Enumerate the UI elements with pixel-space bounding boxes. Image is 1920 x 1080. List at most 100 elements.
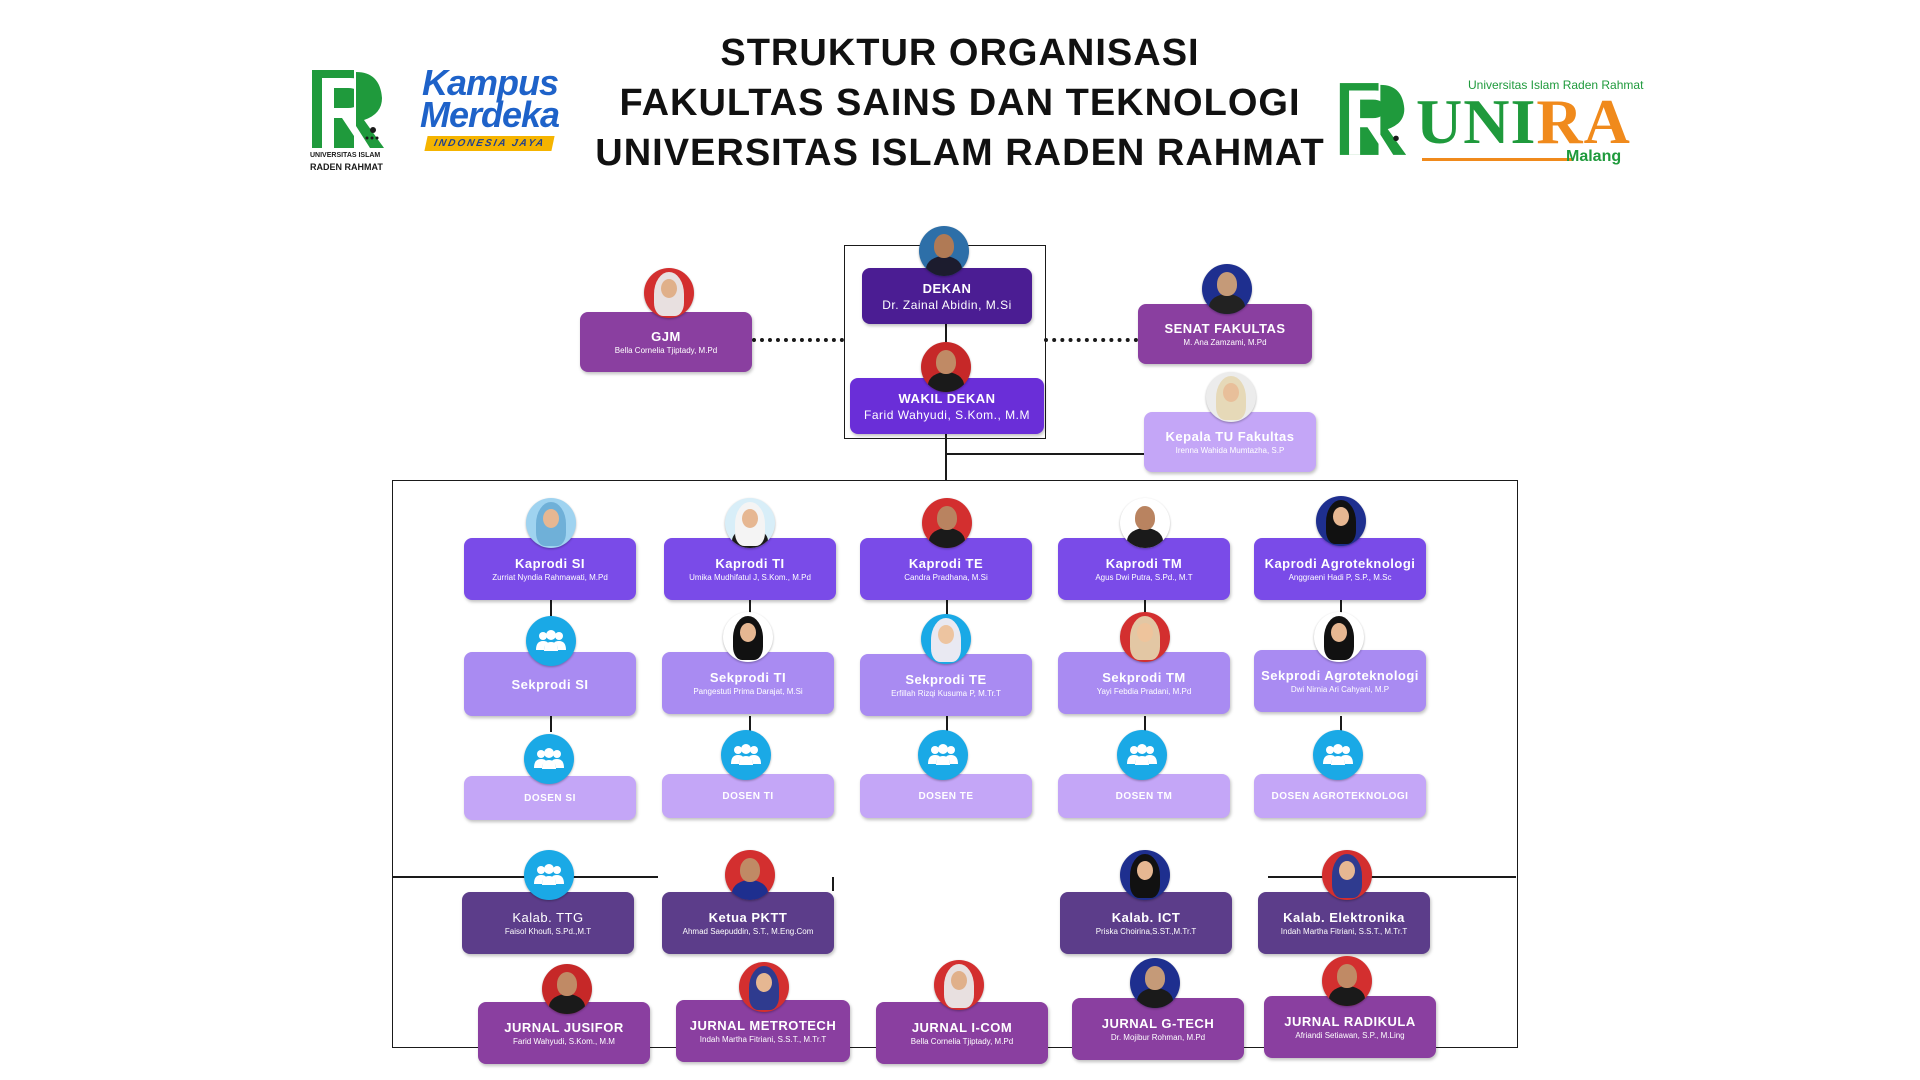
- sekprodi-ti-photo: [723, 612, 773, 662]
- dosen-te-role: DOSEN TE: [918, 790, 974, 802]
- kalab-ttg-group-icon: [524, 850, 574, 900]
- wakil-dekan-role: WAKIL DEKAN: [898, 390, 996, 406]
- kaprodi-si-photo: [526, 498, 576, 548]
- gjm-role: GJM: [651, 329, 681, 344]
- kalab-ttg-name: Faisol Khoufi, S.Pd.,M.T: [504, 927, 592, 936]
- dosen-te-box: DOSEN TE: [860, 774, 1032, 818]
- kaprodi-ti-name: Umika Mudhifatul J, S.Kom., M.Pd: [689, 573, 811, 582]
- jurnal-metrotech-name: Indah Martha Fitriani, S.S.T., M.Tr.T: [699, 1035, 827, 1044]
- sekprodi-tm-role: Sekprodi TM: [1102, 670, 1186, 685]
- sekprodi-tm-name: Yayi Febdia Pradani, M.Pd: [1096, 687, 1192, 696]
- logo-caption-1: UNIVERSITAS ISLAM: [310, 152, 381, 159]
- senat-box: SENAT FAKULTAS M. Ana Zamzami, M.Pd: [1138, 304, 1312, 364]
- kampus-merdeka-logo: Kampus Merdeka INDONESIA JAYA: [420, 65, 580, 156]
- wakil-dekan-name: Farid Wahyudi, S.Kom., M.M: [864, 407, 1030, 422]
- kaprodi-tm-role: Kaprodi TM: [1105, 556, 1183, 571]
- unira-ra: RA: [1536, 86, 1631, 157]
- dekan-role: DEKAN: [922, 280, 972, 296]
- sekprodi-agro-role: Sekprodi Agroteknologi: [1261, 668, 1419, 683]
- kalab-ict-box: Kalab. ICT Priska Choirina,S.ST.,M.Tr.T: [1060, 892, 1232, 954]
- title-line-3: UNIVERSITAS ISLAM RADEN RAHMAT: [595, 132, 1325, 174]
- ketua-pktt-photo: [725, 850, 775, 900]
- senat-name: M. Ana Zamzami, M.Pd: [1183, 338, 1267, 347]
- kalab-elektronika-role: Kalab. Elektronika: [1283, 910, 1405, 925]
- dosen-agro-role: DOSEN AGROTEKNOLOGI: [1271, 790, 1409, 802]
- unira-r-icon: [1339, 83, 1407, 155]
- kalab-elektronika-box: Kalab. Elektronika Indah Martha Fitriani…: [1258, 892, 1430, 954]
- jurnal-gtech-box: JURNAL G-TECH Dr. Mojibur Rohman, M.Pd: [1072, 998, 1244, 1060]
- sekprodi-te-box: Sekprodi TE Erfillah Rizqi Kusuma P, M.T…: [860, 654, 1032, 716]
- kaprodi-tm-name: Agus Dwi Putra, S.Pd., M.T: [1095, 573, 1193, 582]
- kaprodi-te-role: Kaprodi TE: [908, 556, 984, 571]
- ktu-name: Irenna Wahida Mumtazha, S.P: [1175, 446, 1285, 455]
- col3-connector-b: [946, 716, 948, 732]
- jurnal-radikula-box: JURNAL RADIKULA Afriandi Setiawan, S.P.,…: [1264, 996, 1436, 1058]
- jurnal-metrotech-role: JURNAL METROTECH: [689, 1018, 837, 1033]
- jurnal-radikula-role: JURNAL RADIKULA: [1284, 1014, 1416, 1029]
- senat-photo: [1202, 264, 1252, 314]
- unira-malang: Malang: [1566, 148, 1622, 165]
- kaprodi-te-box: Kaprodi TE Candra Pradhana, M.Si: [860, 538, 1032, 600]
- jurnal-metrotech-photo: [739, 962, 789, 1012]
- senat-role: SENAT FAKULTAS: [1164, 321, 1286, 336]
- dosen-ti-box: DOSEN TI: [662, 774, 834, 818]
- gjm-photo: [644, 268, 694, 318]
- sekprodi-agro-photo: [1314, 612, 1364, 662]
- jurnal-jusifor-role: JURNAL JUSIFOR: [504, 1020, 624, 1035]
- dekan-name: Dr. Zainal Abidin, M.Si: [882, 297, 1012, 312]
- ktu-connector: [945, 453, 1145, 455]
- unira-logo: Universitas Islam Raden Rahmat UNIRA Mal…: [1338, 72, 1643, 172]
- jurnal-icom-role: JURNAL I-COM: [911, 1020, 1013, 1035]
- sekprodi-agro-name: Dwi Nirnia Ari Cahyani, M.P: [1290, 685, 1390, 694]
- jurnal-gtech-name: Dr. Mojibur Rohman, M.Pd: [1110, 1033, 1206, 1042]
- sekprodi-tm-photo: [1120, 612, 1170, 662]
- dosen-si-role: DOSEN SI: [524, 792, 576, 804]
- sekprodi-te-role: Sekprodi TE: [905, 672, 987, 687]
- kaprodi-ti-photo: [725, 498, 775, 548]
- jurnal-radikula-name: Afriandi Setiawan, S.P., M.Ling: [1295, 1031, 1405, 1040]
- col5-connector-b: [1340, 716, 1342, 732]
- sekprodi-te-photo: [921, 614, 971, 664]
- kalab-ict-name: Priska Choirina,S.ST.,M.Tr.T: [1095, 927, 1197, 936]
- title-line-2: FAKULTAS SAINS DAN TEKNOLOGI: [619, 82, 1301, 124]
- jurnal-jusifor-name: Farid Wahyudi, S.Kom., M.M: [513, 1037, 615, 1046]
- dosen-si-group-icon: [524, 734, 574, 784]
- kaprodi-tm-photo: [1120, 498, 1170, 548]
- wakil-trunk-connector: [945, 434, 947, 481]
- pktt-connector: [832, 877, 834, 891]
- dosen-te-group-icon: [918, 730, 968, 780]
- logo-caption-2: RADEN RAHMAT: [310, 162, 383, 172]
- dosen-tm-group-icon: [1117, 730, 1167, 780]
- sekprodi-te-name: Erfillah Rizqi Kusuma P, M.Tr.T: [891, 689, 1001, 698]
- km-ribbon: INDONESIA JAYA: [424, 136, 555, 151]
- right-units-connector: [1268, 876, 1516, 878]
- r-logo-icon: [312, 70, 384, 148]
- jurnal-radikula-photo: [1322, 956, 1372, 1006]
- kaprodi-si-role: Kaprodi SI: [514, 556, 585, 571]
- senat-dotted-connector: [1044, 338, 1138, 342]
- kalab-elektronika-name: Indah Martha Fitriani, S.S.T., M.Tr.T: [1280, 927, 1408, 936]
- jurnal-jusifor-box: JURNAL JUSIFOR Farid Wahyudi, S.Kom., M.…: [478, 1002, 650, 1064]
- kaprodi-tm-box: Kaprodi TM Agus Dwi Putra, S.Pd., M.T: [1058, 538, 1230, 600]
- sekprodi-si-role: Sekprodi SI: [511, 676, 589, 692]
- unira-underline: [1422, 158, 1572, 161]
- ktu-box: Kepala TU Fakultas Irenna Wahida Mumtazh…: [1144, 412, 1316, 472]
- kaprodi-te-name: Candra Pradhana, M.Si: [904, 573, 988, 582]
- jurnal-jusifor-photo: [542, 964, 592, 1014]
- unira-un: UNI: [1416, 86, 1537, 157]
- sekprodi-si-group-icon: [526, 616, 576, 666]
- col1-connector-b: [550, 716, 552, 732]
- jurnal-icom-name: Bella Cornelia Tjiptady, M.Pd: [910, 1037, 1014, 1046]
- gjm-name: Bella Cornelia Tjiptady, M.Pd: [614, 346, 718, 355]
- wakil-dekan-photo: [921, 342, 971, 392]
- university-logo: UNIVERSITAS ISLAM RADEN RAHMAT: [310, 68, 390, 172]
- kaprodi-ti-box: Kaprodi TI Umika Mudhifatul J, S.Kom., M…: [664, 538, 836, 600]
- group-icon-svg: [536, 630, 566, 651]
- chart-title: STRUKTUR ORGANISASI FAKULTAS SAINS DAN T…: [560, 28, 1360, 178]
- unira-wordmark: UNIRA: [1416, 90, 1631, 154]
- jurnal-icom-photo: [934, 960, 984, 1010]
- ketua-pktt-name: Ahmad Saepuddin, S.T., M.Eng.Com: [682, 927, 814, 936]
- sekprodi-ti-name: Pangestuti Prima Darajat, M.Si: [693, 687, 803, 696]
- km-line-2: Merdeka: [420, 94, 560, 135]
